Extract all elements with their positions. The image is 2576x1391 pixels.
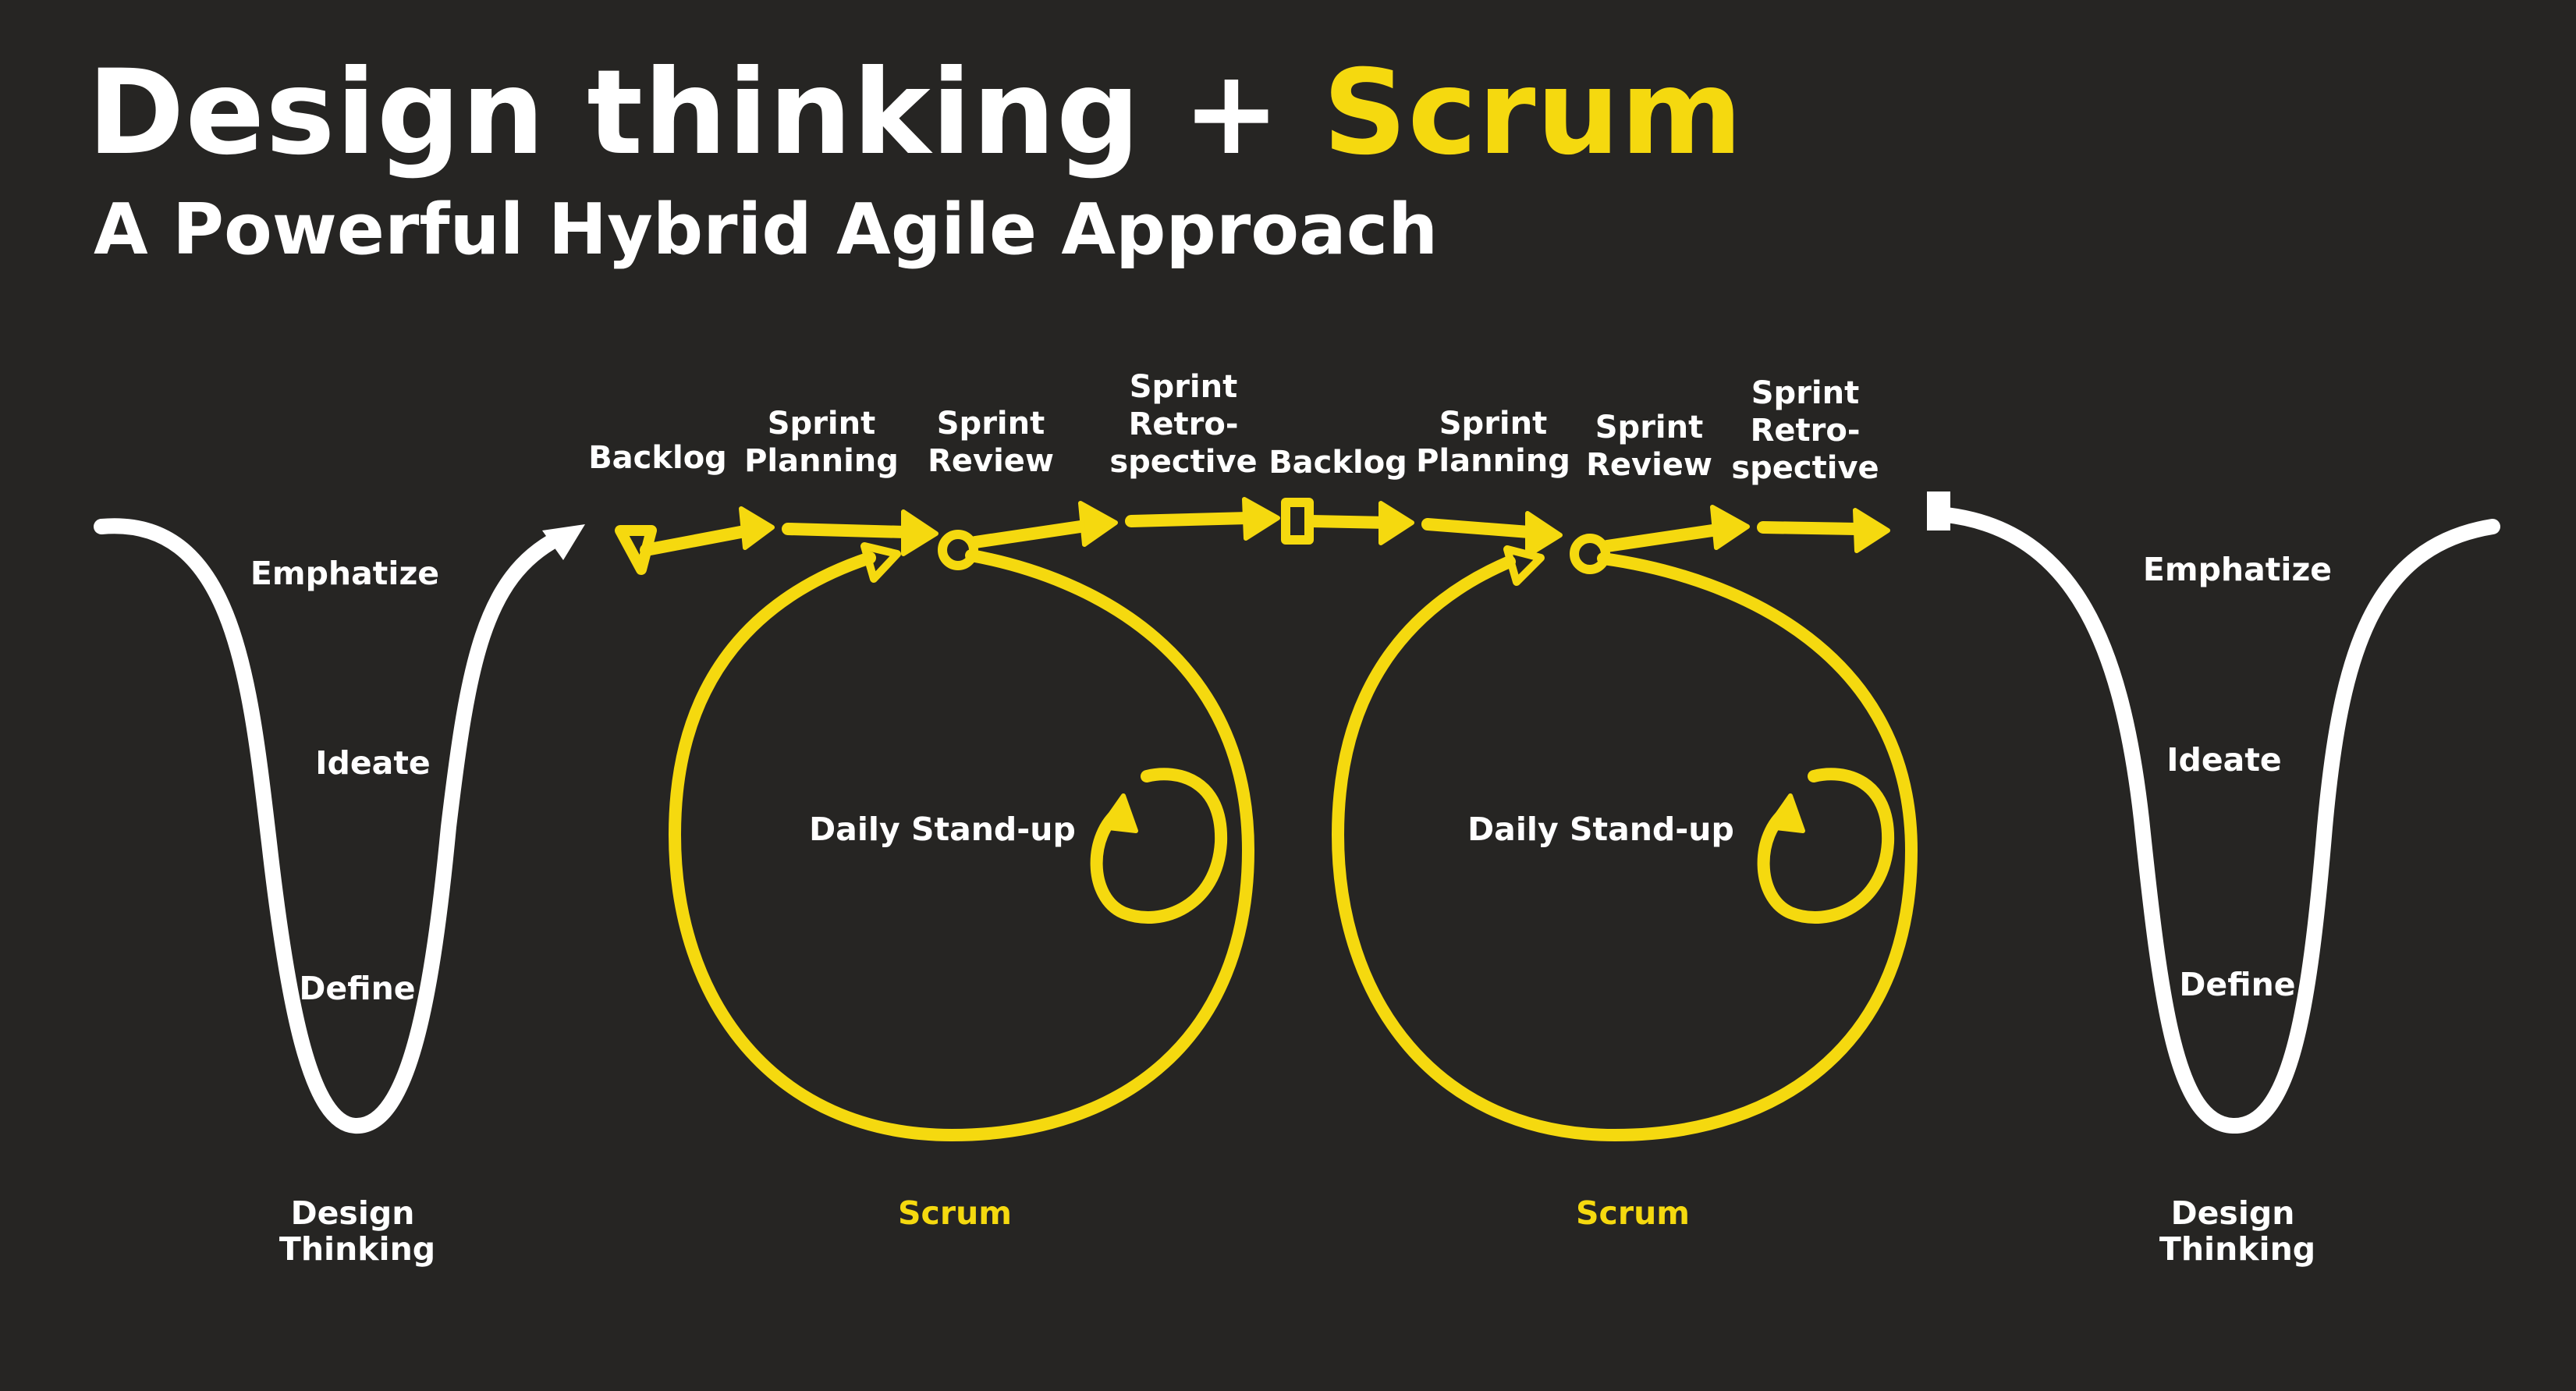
scrum2-step-retro-line3: spective — [1731, 450, 1879, 486]
scrum2-daily-standup: Daily Stand-up — [1467, 811, 1734, 848]
scrum1-caption: Scrum — [898, 1194, 1012, 1232]
dt-left-step-emphatize: Emphatize — [250, 555, 439, 592]
scrum2-step-review-line1: Sprint — [1595, 410, 1703, 445]
dt-right-step-define: Define — [2179, 966, 2295, 1003]
scrum1-step-retro-line3: spective — [1109, 444, 1257, 480]
arrow-right-icon — [739, 506, 775, 550]
arrow-right-icon — [1378, 501, 1414, 545]
arrow-right-icon — [1078, 501, 1118, 547]
scrum2-step-retro-line2: Retro- — [1751, 413, 1861, 449]
scrum2-step-review-line2: Review — [1586, 447, 1712, 483]
scrum2-step-backlog: Backlog — [1268, 445, 1407, 481]
scrum1-step-backlog: Backlog — [588, 440, 727, 476]
dt-left-caption-line2: Thinking — [279, 1230, 435, 1268]
scrum2-step-planning-line1: Sprint — [1439, 406, 1547, 442]
loop-arrow-icon — [1099, 793, 1138, 833]
page-title: Design thinking + Scrum — [87, 55, 1744, 172]
scrum1-step-retro-line1: Sprint — [1130, 369, 1237, 405]
scrum1-step-retro-line2: Retro- — [1129, 406, 1239, 442]
loop-arrow-icon — [1766, 793, 1805, 833]
scrum-cycle-1-graphics — [615, 497, 1280, 1141]
arrow-right-icon — [1853, 508, 1890, 553]
page-subtitle: A Powerful Hybrid Agile Approach — [94, 189, 1439, 271]
arrow-right-icon — [1710, 505, 1750, 550]
scrum2-caption: Scrum — [1576, 1194, 1690, 1232]
scrum1-step-review-line2: Review — [928, 443, 1054, 479]
scrum1-step-planning-line2: Planning — [744, 443, 899, 479]
design-thinking-curve-left — [94, 518, 585, 1134]
arrow-head-icon — [1503, 545, 1545, 586]
scrum1-step-planning-line1: Sprint — [768, 406, 875, 442]
scrum1-step-review-line1: Sprint — [937, 406, 1045, 442]
scrum2-step-retro-line1: Sprint — [1751, 375, 1859, 411]
dt-right-caption-line2: Thinking — [2159, 1230, 2315, 1268]
arrow-right-icon — [1242, 497, 1280, 541]
title-part-scrum: Scrum — [1322, 45, 1744, 181]
scrum1-daily-standup: Daily Stand-up — [809, 811, 1076, 848]
dt-right-caption-line1: Design — [2171, 1194, 2295, 1232]
dt-right-step-ideate: Ideate — [2166, 741, 2281, 779]
arrow-head-icon — [860, 542, 901, 583]
arrow-head-icon — [542, 524, 585, 560]
design-thinking-curve-right — [1927, 491, 2500, 1134]
arrow-right-icon — [901, 509, 939, 556]
title-part-design-thinking: Design thinking + — [87, 45, 1323, 181]
arrow-right-icon — [1525, 511, 1563, 558]
dt-left-step-ideate: Ideate — [315, 744, 430, 782]
scrum-cycle-2-graphics — [1281, 498, 1918, 1141]
dt-left-step-define: Define — [299, 970, 415, 1007]
dt-right-step-emphatize: Emphatize — [2143, 551, 2332, 588]
scrum2-step-planning-line2: Planning — [1416, 443, 1570, 479]
dt-left-caption-line1: Design — [291, 1194, 415, 1232]
